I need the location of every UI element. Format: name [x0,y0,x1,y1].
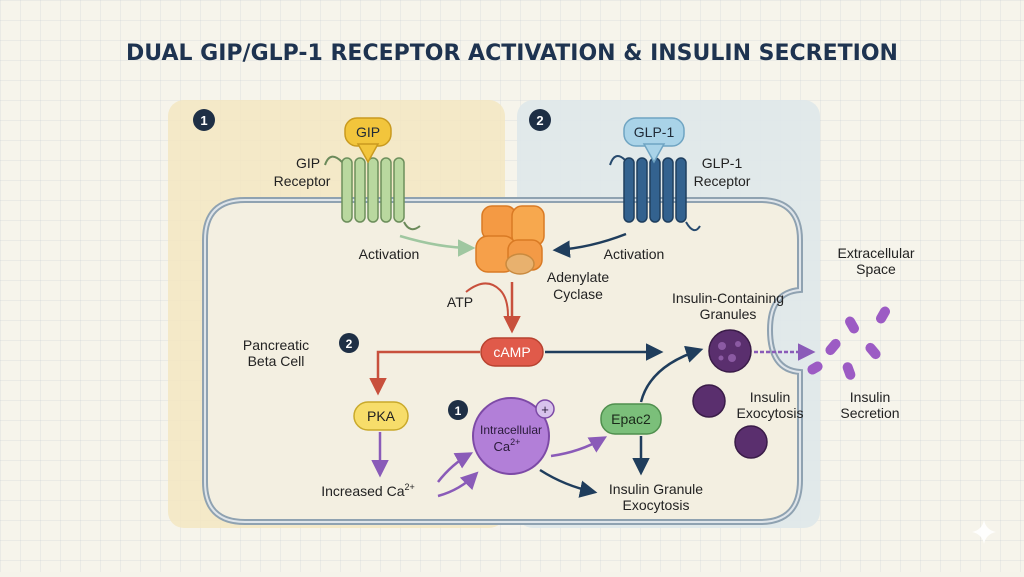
calcium-influx-arrow-2 [437,471,479,498]
calcium-number-badge: 1 [448,400,468,420]
glp1-receptor-label-2: Receptor [694,173,751,189]
camp-label: cAMP [493,344,530,360]
insulin-granule-3 [734,425,768,459]
gip-receptor-label-1: GIP [296,155,320,171]
epac-to-granules-arrow [639,345,704,403]
glp1-receptor [609,155,701,232]
panel-number-1: 1 [200,113,207,128]
calcium-number: 1 [455,404,462,418]
increased-calcium-label: Increased Ca2+ [321,482,415,499]
camp-to-pka-arrow [369,350,480,396]
intracellular-calcium-label-2: Ca2+ [494,437,521,454]
increased-calcium-text: Increased Ca [321,483,404,499]
pka-label: PKA [367,408,396,424]
calcium-symbol: Ca [494,439,511,454]
atp-curve [465,282,509,317]
epac2-node: Epac2 [600,403,662,435]
beta-cell-label-2: Beta Cell [248,353,305,369]
granule-exocytosis-label-2: Exocytosis [623,497,690,513]
increased-calcium-sup: 2+ [405,482,415,492]
epac2-label: Epac2 [611,411,651,427]
insulin-granule-main [708,329,752,373]
glp1-ligand-label: GLP-1 [634,124,675,140]
secreted-insulin [807,306,890,380]
panel-number-badge-2: 2 [529,109,551,131]
insulin-exocytosis-label-1: Insulin [750,389,790,405]
intracellular-calcium-label-1: Intracellular [480,423,542,437]
glp1-activation-label: Activation [604,246,665,262]
intracellular-calcium: Intracellular Ca2+ [472,397,550,475]
granules-label-1: Insulin-Containing [672,290,784,306]
atp-label: ATP [447,294,473,310]
extracellular-label-2: Space [856,261,896,277]
insulin-exocytosis-label-2: Exocytosis [737,405,804,421]
cell-number-badge: 2 [339,333,359,353]
calcium-to-epac-arrow [550,436,608,458]
extracellular-label-1: Extracellular [837,245,914,261]
calcium-plus-sign: + [541,402,549,417]
calcium-to-exocytosis-arrow [539,468,598,498]
camp-node: cAMP [480,337,544,367]
gip-ligand-label: GIP [356,124,380,140]
diagram-title: DUAL GIP/GLP-1 RECEPTOR ACTIVATION & INS… [126,41,898,66]
insulin-secretion-label-2: Secretion [840,405,899,421]
sparkle-icon [972,520,996,544]
adenylate-cyclase [475,205,545,275]
calcium-charge: 2+ [510,437,520,447]
adenylate-cyclase-label-2: Cyclase [553,286,603,302]
glp1-receptor-label-1: GLP-1 [702,155,743,171]
pka-node: PKA [353,401,409,431]
granule-exocytosis-label-1: Insulin Granule [609,481,703,497]
granules-label-2: Granules [700,306,757,322]
beta-cell-label-1: Pancreatic [243,337,309,353]
panel-number-2: 2 [536,113,543,128]
panel-number-badge-1: 1 [193,109,215,131]
gip-activation-arrow [399,234,476,257]
calcium-influx-arrow-1 [437,452,474,483]
gip-activation-label: Activation [359,246,420,262]
calcium-plus-badge: + [535,399,555,419]
glp1-activation-arrow [552,232,627,258]
adenylate-cyclase-label-1: Adenylate [547,269,609,285]
gip-ligand: GIP [344,117,392,164]
gip-receptor [324,155,421,231]
glp1-ligand: GLP-1 [623,117,685,164]
gip-receptor-label-2: Receptor [274,173,331,189]
cell-number: 2 [346,337,353,351]
insulin-granule-2 [692,384,726,418]
insulin-secretion-label-1: Insulin [850,389,890,405]
